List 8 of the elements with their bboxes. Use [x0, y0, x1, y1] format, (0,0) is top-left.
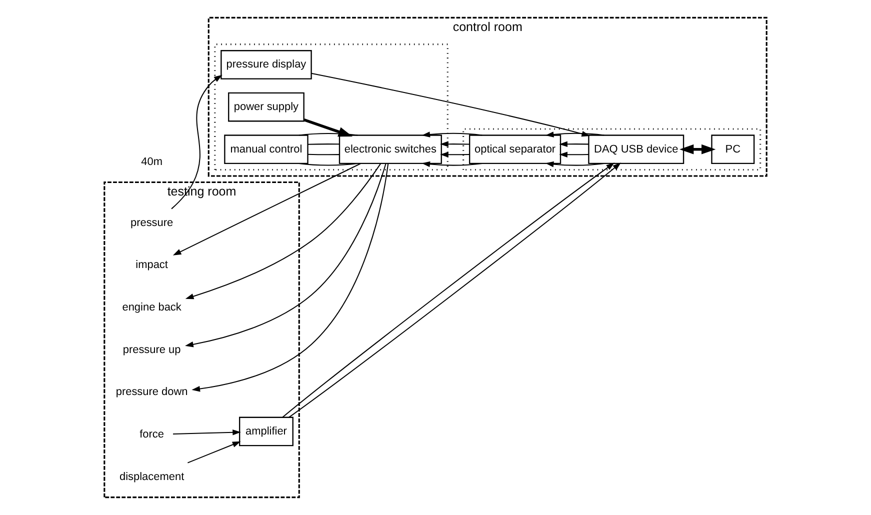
label: 40m [141, 156, 162, 168]
node-text: displacement [119, 470, 184, 483]
node-text: pressure down [116, 386, 188, 398]
node-text: impact [136, 259, 168, 272]
node-text: pressure up [122, 344, 181, 356]
node-text: force [140, 428, 164, 441]
node-text: engine back [122, 302, 182, 314]
node-text: pressure [130, 216, 174, 229]
